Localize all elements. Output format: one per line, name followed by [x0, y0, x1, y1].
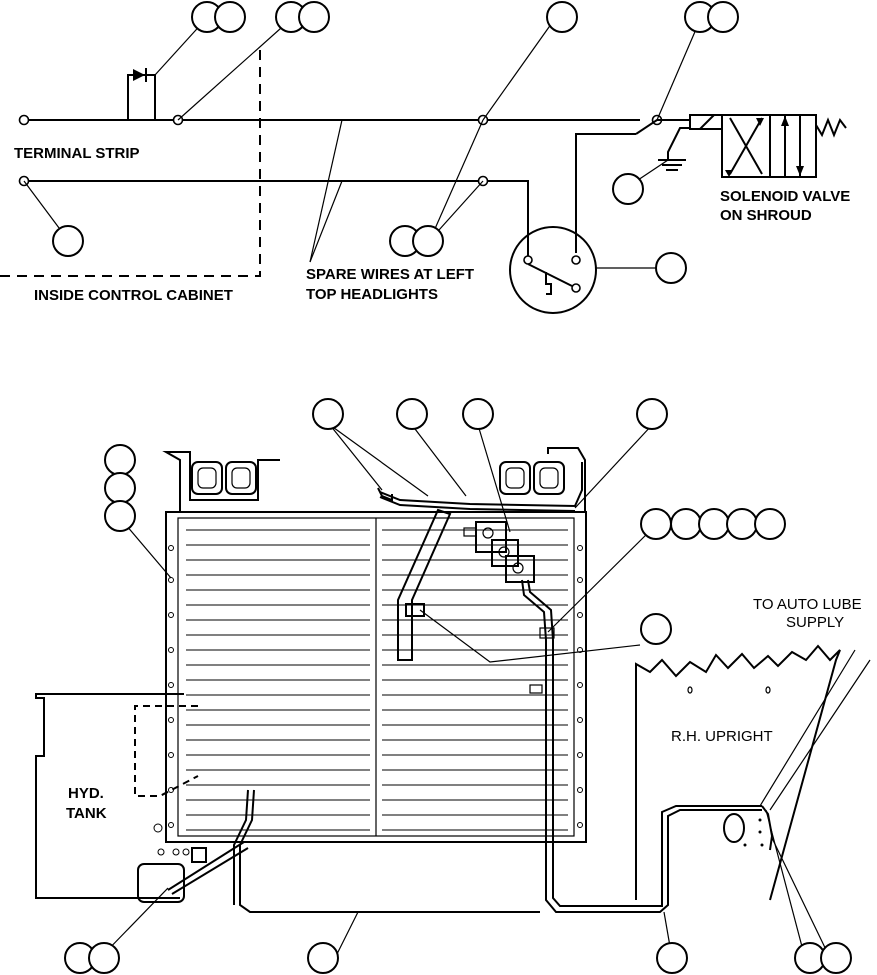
diode-branch-wire [24, 74, 156, 121]
callout-bubble [655, 252, 687, 284]
leader-lines-bottom [99, 424, 871, 959]
housing-outline-right [547, 447, 586, 512]
auto-lube-label-line1: TO AUTO LUBE [753, 596, 862, 613]
rh-upright [635, 644, 841, 901]
inside-control-cabinet-label: INSIDE CONTROL CABINET [34, 287, 233, 304]
wiring-duct [397, 508, 452, 661]
callout-bubble [412, 225, 444, 257]
callout-bubble [462, 398, 494, 430]
callout-bubble [670, 508, 702, 540]
callout-bubble [640, 613, 672, 645]
callout-bubble [656, 942, 688, 974]
lube-valve-assembly [463, 521, 535, 583]
callout-bubble [104, 472, 136, 504]
callout-bubble [546, 1, 578, 33]
terminal-point [18, 114, 30, 126]
callout-bubble [820, 942, 852, 974]
callout-bubble [754, 508, 786, 540]
callout-bubble [104, 444, 136, 476]
callout-bubble [104, 500, 136, 532]
callout-bubble [698, 508, 730, 540]
leader-lines-top [23, 19, 701, 263]
callout-bubble [726, 508, 758, 540]
hydraulic-tank [35, 693, 207, 903]
callout-bubble [612, 173, 644, 205]
auto-lube-label-line2: SUPPLY [786, 614, 844, 631]
callout-bubble [298, 1, 330, 33]
diode-symbol [133, 69, 145, 81]
spare-wires-label-line1: SPARE WIRES AT LEFT [306, 266, 474, 283]
callout-bubble [214, 1, 246, 33]
callout-bubbles-bottom [64, 398, 852, 974]
callout-bubble [312, 398, 344, 430]
mechanical-view: TO AUTO LUBE SUPPLY R.H. UPRIGHT HYD. TA… [35, 398, 871, 974]
callout-bubble [88, 942, 120, 974]
callout-bubble [707, 1, 739, 33]
connector-block [405, 603, 425, 617]
hyd-tank-label-line1: HYD. [68, 785, 104, 802]
headlights-left [191, 461, 257, 495]
wiring-schematic: TERMINAL STRIP INSIDE CONTROL CABINET SP… [0, 1, 850, 314]
headlights-right [499, 461, 565, 495]
callout-bubble [396, 398, 428, 430]
lower-wire [24, 180, 529, 260]
solenoid-valve-label-line2: ON SHROUD [720, 207, 812, 224]
hyd-tank-label-line2: TANK [66, 805, 107, 822]
callout-bubbles-top [52, 1, 739, 284]
rh-upright-label: R.H. UPRIGHT [671, 728, 773, 745]
pressure-switch-symbol [509, 226, 657, 314]
mounting-bolts [168, 545, 583, 828]
terminal-strip-label: TERMINAL STRIP [14, 145, 140, 162]
housing-outline-left [162, 451, 280, 512]
spring-symbol [815, 117, 847, 138]
callout-bubble [52, 225, 84, 257]
hoses [167, 462, 762, 913]
spare-wires-label-line2: TOP HEADLIGHTS [306, 286, 438, 303]
control-cabinet-boundary [0, 50, 261, 277]
solenoid-valve-label-line1: SOLENOID VALVE [720, 188, 850, 205]
callout-bubble [636, 398, 668, 430]
solenoid-valve-symbol [689, 114, 847, 178]
callout-bubble [307, 942, 339, 974]
radiator-grille [165, 511, 587, 843]
callout-bubble [640, 508, 672, 540]
